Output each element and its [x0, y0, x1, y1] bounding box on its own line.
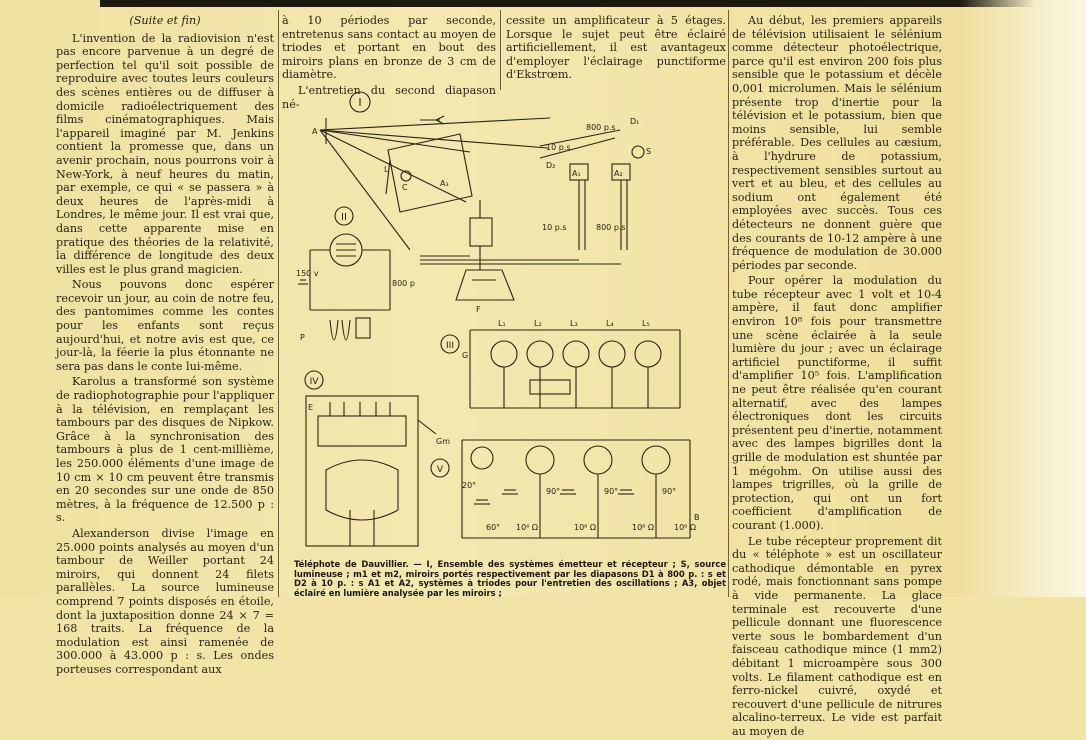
roman-label: IV [310, 377, 320, 387]
paragraph: Karolus a transformé son système de radi… [56, 375, 274, 525]
paragraph: Au début, les premiers appareils de télé… [732, 14, 942, 272]
section-v-diagram [461, 439, 691, 539]
label-l: L [384, 165, 389, 174]
label-l5: L₅ [642, 319, 650, 328]
figure-labels: A L C A₃ A₁ A₂ D₁ D₂ S F 800 p.s 10 p.s … [296, 117, 700, 532]
column-divider [728, 10, 729, 597]
label-l1: L₁ [498, 319, 506, 328]
telephote-schematic-figure: I II III IV V [290, 90, 726, 558]
label-d1: D₁ [630, 117, 639, 126]
label-20: 20° [462, 481, 476, 490]
top-rule [100, 0, 1060, 7]
column-1: (Suite et fin) L'invention de la radiovi… [56, 14, 274, 679]
section-iii-diagram [469, 329, 681, 409]
roman-label: I [358, 96, 361, 109]
column-3: cessite un amplificateur à 5 étages. Lor… [506, 14, 726, 84]
label-f: F [476, 305, 481, 314]
label-d2: D₂ [546, 161, 555, 170]
label-60: 60° [486, 523, 500, 532]
label-ohm-a: 10⁶ Ω [516, 523, 538, 532]
paragraph: Alexanderson divise l'image en 25.000 po… [56, 526, 274, 676]
paragraph: Nous pouvons donc espérer recevoir un jo… [56, 278, 274, 373]
label-c: C [402, 183, 408, 192]
label-ohm-c: 10⁶ Ω [632, 523, 654, 532]
figure-caption: Téléphote de Dauvillier. — I, Ensemble d… [294, 559, 726, 598]
label-ohm-b: 10⁶ Ω [574, 523, 596, 532]
paragraph: L'invention de la radiovision n'est pas … [56, 31, 274, 276]
label-a2: A₂ [614, 169, 623, 178]
label-b: B [694, 513, 700, 522]
label-e: E [308, 403, 313, 412]
label-l2: L₂ [534, 319, 542, 328]
paragraph: L'entretien du second diapason né- [282, 83, 496, 111]
label-freq-800: 800 p.s [586, 123, 616, 132]
schematic-drawing: I II III IV V [296, 91, 700, 547]
roman-label: III [446, 341, 454, 351]
section-ii-diagram [298, 233, 391, 341]
label-90b: 90° [604, 487, 618, 496]
roman-label: II [341, 212, 347, 223]
section-markers: I II III IV V [304, 91, 460, 478]
label-150v: 150 v [296, 269, 319, 278]
label-gm: Gm [436, 437, 450, 446]
paragraph: Pour opérer la modulation du tube récept… [732, 274, 942, 532]
caption-title: Téléphote de Dauvillier. — [294, 559, 422, 569]
column-4: Au début, les premiers appareils de télé… [732, 14, 942, 740]
label-p: P [300, 333, 305, 342]
label-freq-10b: 10 p.s [542, 223, 567, 232]
label-90a: 90° [546, 487, 560, 496]
page-edge-fade [960, 0, 1086, 597]
label-ohm-d: 10⁶ Ω [674, 523, 696, 532]
label-freq-800b: 800 p.s [596, 223, 626, 232]
paragraph: Le tube récepteur proprement dit du « té… [732, 534, 942, 738]
continued-heading: (Suite et fin) [129, 14, 201, 27]
label-s: S [646, 147, 651, 156]
label-l4: L₄ [606, 319, 614, 328]
roman-label: V [437, 465, 444, 475]
caption-text: I, Ensemble des systèmes émetteur et réc… [294, 559, 726, 598]
paragraph: à 10 périodes par seconde, entretenus sa… [282, 14, 496, 82]
label-800p: 800 p [392, 279, 415, 288]
paragraph: cessite un amplificateur à 5 étages. Lor… [506, 14, 726, 82]
label-freq-10: 10 p.s [546, 143, 571, 152]
label-a: A [312, 127, 318, 136]
label-a1: A₁ [572, 169, 581, 178]
column-divider [278, 10, 279, 597]
label-90c: 90° [662, 487, 676, 496]
column-divider [500, 10, 501, 90]
section-i-diagram [319, 115, 645, 301]
label-l3: L₃ [570, 319, 578, 328]
label-a3: A₃ [440, 179, 449, 188]
section-iv-diagram [305, 395, 437, 547]
label-g: G [462, 351, 468, 360]
column-2: à 10 périodes par seconde, entretenus sa… [282, 14, 496, 113]
